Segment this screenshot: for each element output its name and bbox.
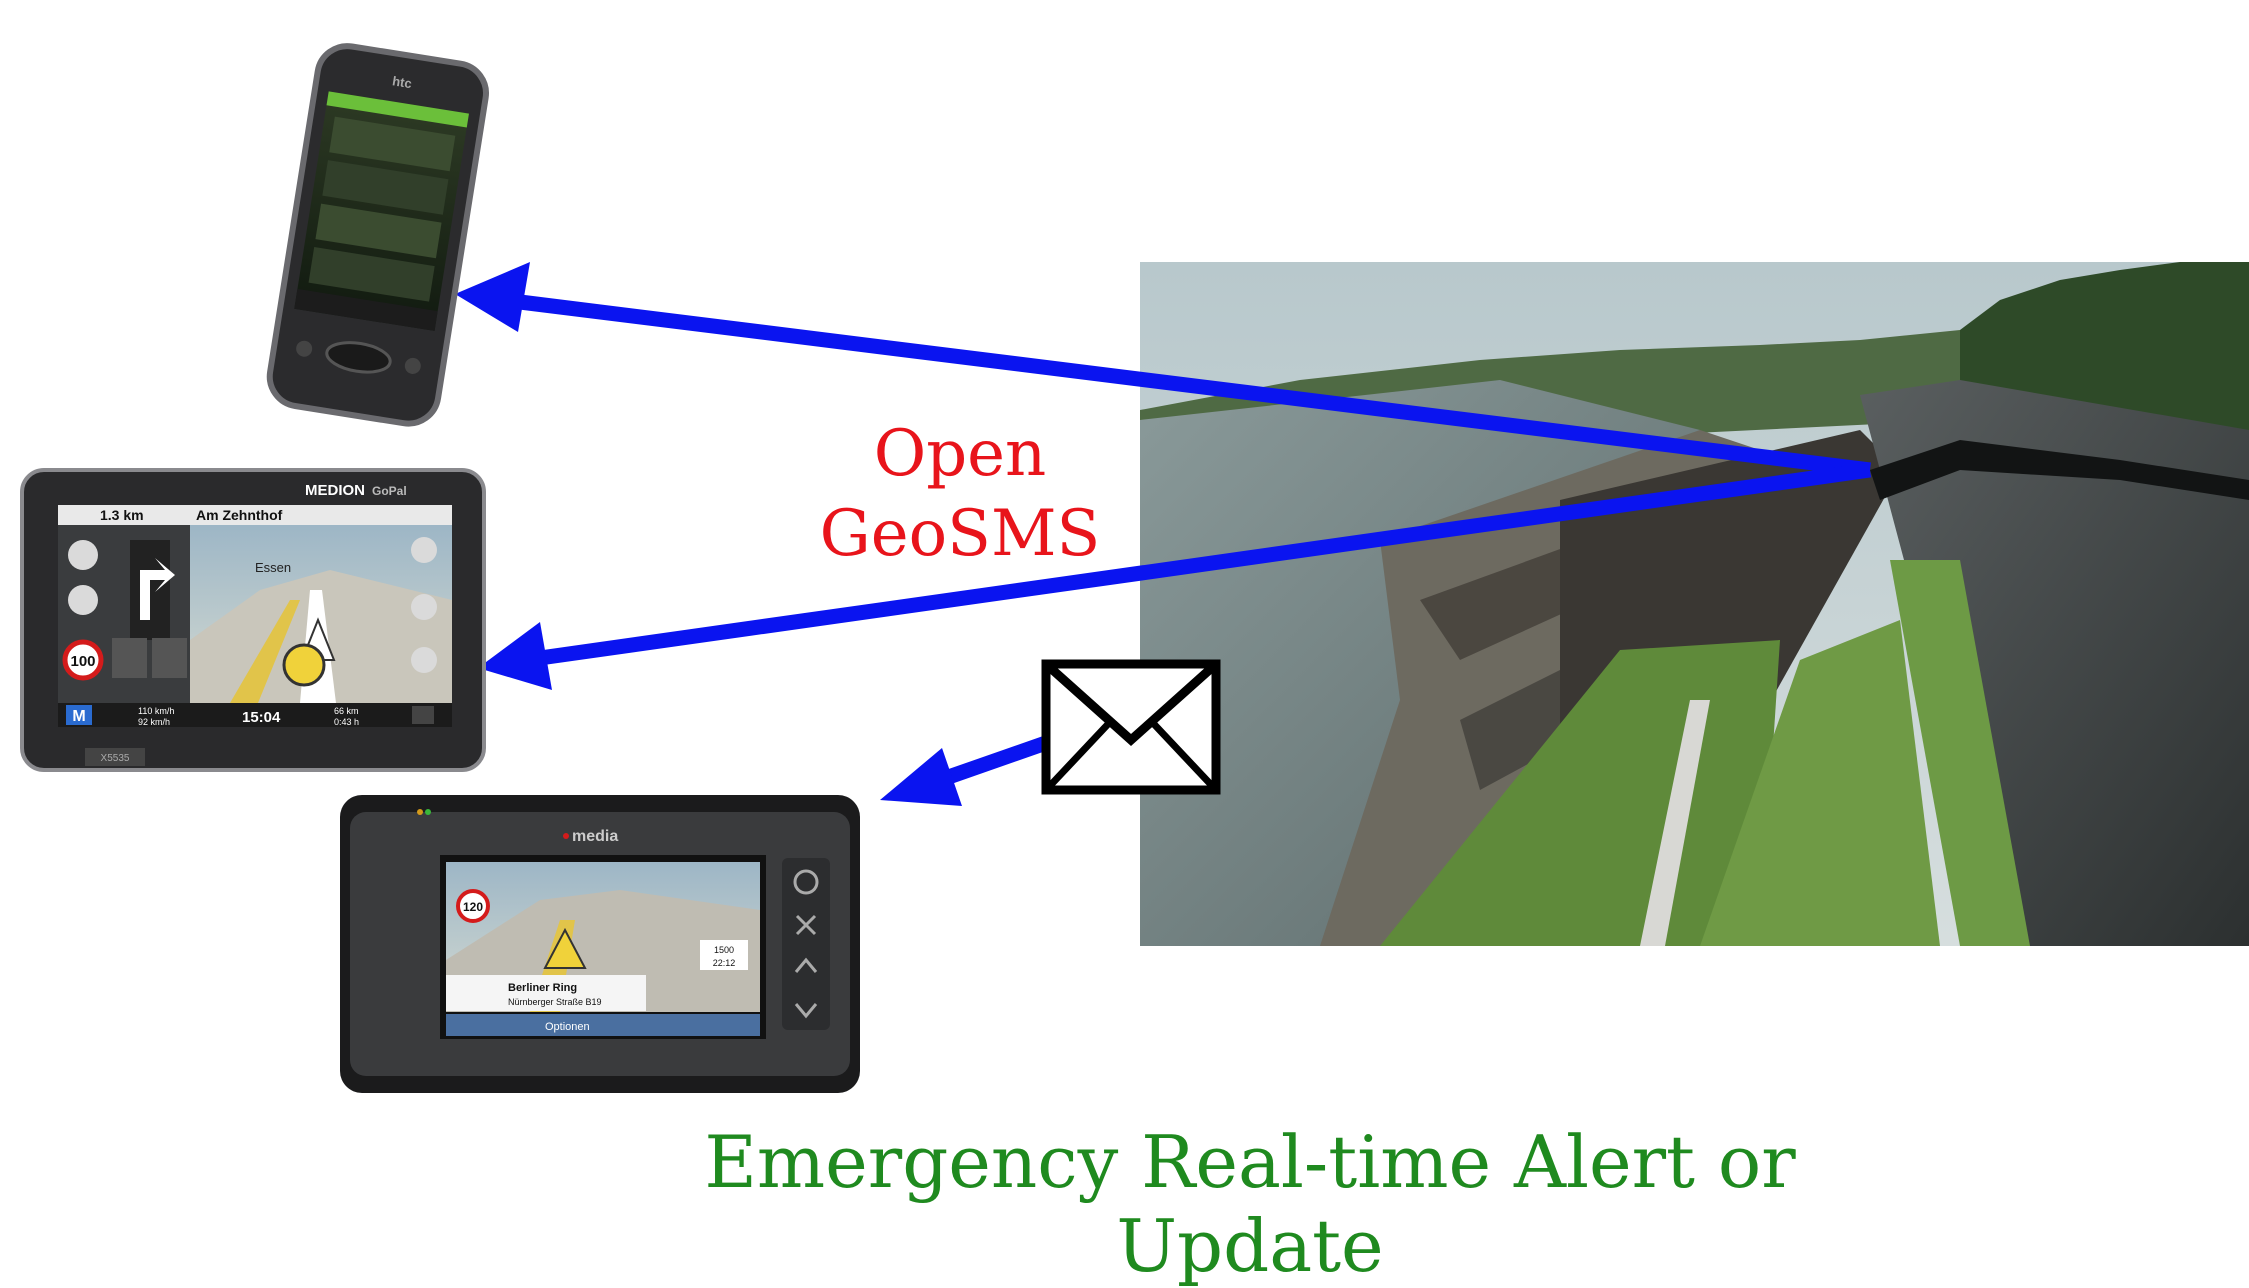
smartphone-device: htc [266,43,489,427]
nav2-street1: Berliner Ring [508,982,577,994]
disaster-photo [1140,262,2249,946]
nav1-city: Essen [255,560,291,575]
nav1-time: 15:04 [242,709,281,726]
nav1-brand-sub: GoPal [372,484,407,498]
nav1-brand: MEDION [305,482,365,499]
nav1-model: X5535 [101,753,130,764]
diagram-caption: Emergency Real-time Alert or Update [704,1120,1796,1288]
nav1-distance: 1.3 km [100,507,144,523]
arrow-to-phone [455,262,1871,478]
nav-device-medion: 100 1.3 km Am Zehnthof Essen M 110 km/h … [20,468,486,772]
nav2-dist: 1500 [714,945,734,955]
nav1-remaining-dist: 66 km [334,706,359,716]
diagram-canvas: htc 100 1.3 km Am Zehnthof Essen M [20,43,2249,1093]
nav2-brand: media [572,828,618,845]
nav1-avg-speed: 92 km/h [138,717,170,727]
envelope-icon [1041,659,1221,795]
nav1-speed-limit: 100 [70,653,95,670]
nav1-remaining-time: 0:43 h [334,717,359,727]
nav2-options: Optionen [545,1021,590,1033]
nav1-speed: 110 km/h [138,706,174,716]
arrow-to-nav1 [478,462,1872,690]
protocol-label-line2: GeoSMS [819,497,1101,571]
nav2-time: 22:12 [713,958,736,968]
nav-device-media: 120 1500 22:12 Berliner Ring Nürnberger … [340,795,860,1093]
phone-brand: htc [391,73,413,91]
protocol-label-line1: Open [873,417,1047,491]
svg-text:M: M [72,708,85,725]
nav2-street2: Nürnberger Straße B19 [508,997,602,1007]
nav1-street: Am Zehnthof [196,507,283,523]
nav2-speed-limit: 120 [463,900,483,914]
